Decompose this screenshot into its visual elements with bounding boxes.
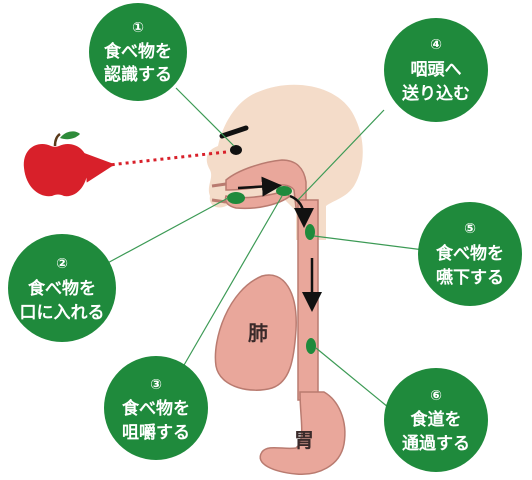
svg-text:食べ物を: 食べ物を: [28, 278, 96, 299]
step-bubble-3: ③ 食べ物を 咀嚼する: [104, 356, 208, 460]
leader-6: [315, 347, 395, 413]
svg-text:咽頭へ: 咽頭へ: [411, 60, 462, 80]
bolus-mouth: [227, 192, 245, 204]
bolus-pharynx: [305, 224, 315, 240]
svg-text:③: ③: [150, 377, 162, 393]
leader-1: [175, 87, 235, 147]
svg-text:食べ物を: 食べ物を: [104, 41, 172, 62]
leader-2: [101, 197, 229, 267]
svg-text:送り込む: 送り込む: [402, 83, 470, 104]
gaze-arrow: [83, 150, 227, 183]
head-silhouette: [206, 84, 363, 232]
svg-text:咀嚼する: 咀嚼する: [122, 422, 190, 443]
bolus-esophagus: [306, 338, 316, 354]
stomach: [259, 391, 346, 475]
eye: [230, 145, 242, 155]
stomach-label: 胃: [294, 428, 314, 452]
apple-icon: [23, 131, 89, 197]
svg-text:①: ①: [132, 20, 144, 36]
leader-lines: [101, 87, 425, 413]
step-bubble-1: ① 食べ物を 認識する: [89, 3, 187, 101]
svg-text:食べ物を: 食べ物を: [436, 243, 504, 264]
step-bubble-2: ② 食べ物を 口に入れる: [8, 234, 116, 342]
svg-text:嚥下する: 嚥下する: [436, 268, 504, 288]
svg-text:④: ④: [430, 37, 442, 53]
lung-label: 肺: [248, 321, 268, 345]
leader-3: [179, 195, 283, 373]
leader-5: [313, 235, 425, 251]
svg-text:口に入れる: 口に入れる: [20, 303, 105, 323]
svg-text:②: ②: [56, 256, 68, 272]
leader-4: [297, 109, 385, 201]
step-bubble-5: ⑤ 食べ物を 嚥下する: [418, 202, 522, 306]
food-arrow-mouth: [237, 176, 282, 197]
svg-text:⑤: ⑤: [464, 221, 476, 237]
svg-text:食道を: 食道を: [411, 409, 462, 430]
lips: [211, 182, 227, 204]
lung: [214, 274, 297, 391]
svg-text:食べ物を: 食べ物を: [122, 398, 190, 419]
step-bubble-4: ④ 咽頭へ 送り込む: [384, 18, 488, 122]
step-bubble-6: ⑥ 食道を 通過する: [384, 368, 488, 472]
bolus-chewing: [276, 186, 292, 196]
eyebrow: [219, 125, 249, 139]
svg-text:認識する: 認識する: [104, 64, 172, 85]
svg-text:通過する: 通過する: [402, 434, 470, 454]
food-arrow-pharynx: [289, 194, 314, 228]
svg-text:⑥: ⑥: [430, 388, 442, 404]
